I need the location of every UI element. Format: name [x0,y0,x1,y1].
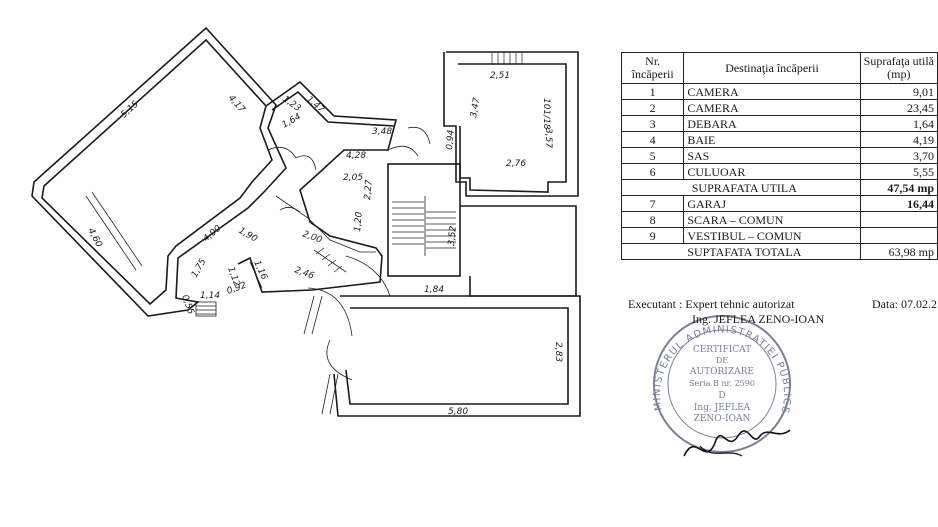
document-date: Data: 07.02.2 [872,297,937,311]
dim-label: 0,92 [226,280,249,296]
dim-label: 2,00 [301,229,324,245]
table-header-row: Nr.încăperii Destinaţia încăperii Supraf… [620,52,938,84]
dim-label: 1,14 [200,291,220,301]
header-nr: Nr.încăperii [620,52,685,84]
dim-label: 1,23 [280,94,302,114]
dim-label: 4,60 [85,227,103,250]
dim-label: 3,48 [372,127,392,137]
dim-label: 2,76 [506,159,526,169]
dim-label: 4,17 [226,93,247,115]
dim-label: 2,27 [363,179,375,200]
stamp-line: DE [716,356,728,365]
dim-label: 3,57 [543,128,553,148]
signature [683,429,791,457]
dim-label: 2,83 [553,342,563,362]
executant-label: Executant : Expert tehnic autorizat [628,297,795,311]
stamp-line: ZENO-IOAN [694,414,751,424]
dim-label: 2,05 [343,173,363,183]
stamp-line: Ing. JEFLEA [694,403,751,413]
dim-label: 3,47 [469,97,482,119]
dim-label: 1,47 [304,95,326,116]
door-swings [267,126,431,381]
authorization-stamp: MINISTERUL ADMINISTRATIEI PUBLICE CERTIF… [652,315,791,453]
rooms-table: Nr.încăperii Destinaţia încăperii Supraf… [620,52,938,260]
header-destination: Destinaţia încăperii [683,52,861,84]
dim-label: 1,64 [281,112,304,131]
stamp-line: CERTIFICAT [693,345,751,355]
dim-label: 3,52 [447,225,459,246]
stamp-line: Seria B nr. 2590 [689,379,755,388]
sas-hatch [195,301,217,317]
stamp-line: AUTORIZARE [689,367,754,377]
header-area: Suprafaţa utilă(mp) [859,52,938,84]
dim-label: 4,00 [202,224,224,245]
dim-label: 0,94 [445,129,457,150]
engineer-name: Ing. JEFLEA ZENO-IOAN [692,312,825,326]
dim-label: 2,51 [490,71,510,81]
garage-walls [303,295,581,417]
stamp-line: D [718,391,725,401]
dim-label: 2,46 [293,265,316,281]
dim-label: 5,80 [448,407,468,417]
dim-label: 1,20 [353,211,365,232]
dim-label: 1,75 [190,257,209,280]
dim-label: 0,55 [179,294,195,317]
room-2-walls [31,26,287,317]
dim-label: 1,84 [424,285,444,295]
dim-label: 1,90 [237,226,260,245]
bath-walls [443,51,579,197]
rooms-1-3-walls [237,80,398,293]
dim-label: 101/18 [541,98,551,130]
dim-label: 4,28 [346,151,366,161]
